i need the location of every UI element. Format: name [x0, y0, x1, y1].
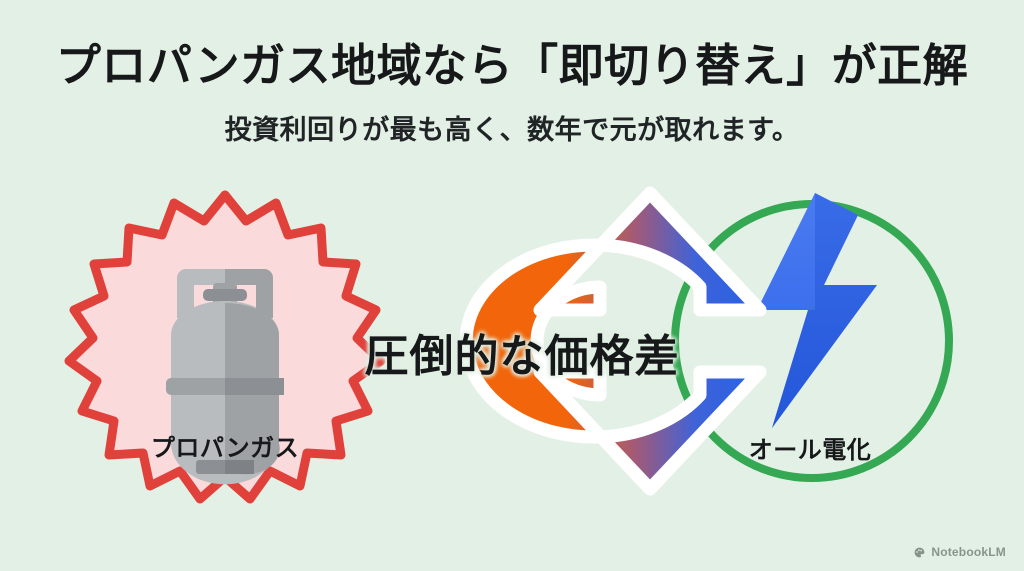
header-block: プロパンガス地域なら「即切り替え」が正解 投資利回りが最も高く、数年で元が取れま…	[0, 40, 1024, 147]
node-caption-propane-gas: プロパンガス	[150, 435, 300, 462]
watermark: NotebookLM	[913, 545, 1006, 559]
comparison-diagram	[64, 186, 953, 504]
center-emphasis-label: 圧倒的な価格差	[364, 332, 680, 381]
gas-cylinder-icon	[166, 269, 284, 485]
node-all-electric	[671, 193, 953, 482]
diagram-stage: プロパンガス オール電化 圧倒的な価格差	[0, 175, 1024, 505]
notebooklm-icon	[914, 547, 925, 557]
lightning-bolt-icon	[757, 193, 877, 428]
node-propane-gas	[64, 190, 386, 504]
page-title: プロパンガス地域なら「即切り替え」が正解	[55, 40, 969, 91]
page-subtitle: 投資利回りが最も高く、数年で元が取れます。	[224, 114, 800, 145]
watermark-label: NotebookLM	[931, 545, 1006, 559]
curved-transition-arrow	[459, 186, 767, 496]
node-caption-all-electric: オール電化	[748, 437, 872, 464]
